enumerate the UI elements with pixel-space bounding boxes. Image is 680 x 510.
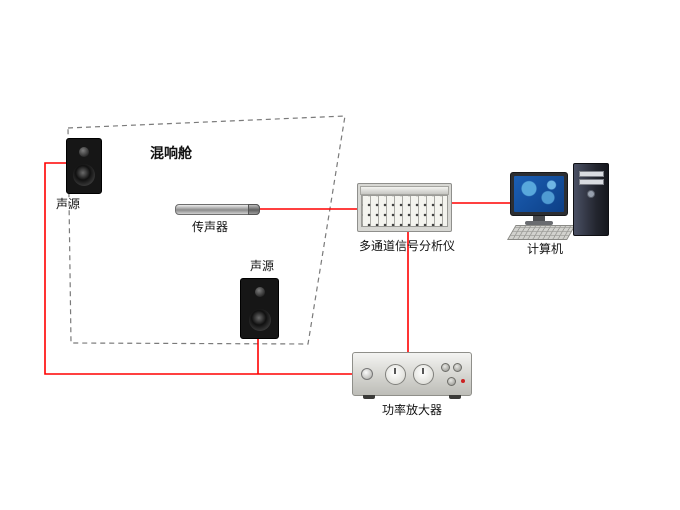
monitor — [510, 172, 568, 216]
power-amplifier — [352, 352, 472, 399]
computer-tower — [573, 163, 609, 236]
drive-bay — [579, 171, 604, 177]
speaker-bottom-label: 声源 — [250, 259, 275, 273]
tower-power-button — [587, 190, 595, 198]
amp-dial-left — [385, 364, 406, 385]
amp-foot — [449, 395, 461, 399]
signal-analyzer — [357, 183, 452, 232]
reverberation-chamber-outline — [67, 115, 346, 345]
chamber-label: 混响舱 — [150, 146, 192, 162]
microphone — [175, 204, 260, 215]
amplifier-label: 功率放大器 — [381, 403, 442, 417]
amp-small-knob — [447, 377, 456, 386]
microphone-cap — [248, 204, 260, 215]
wire-amplifier-to-speaker-top — [44, 162, 352, 375]
drive-bay — [579, 179, 604, 185]
speaker-woofer-icon — [73, 164, 95, 186]
monitor-screen — [514, 176, 564, 212]
amp-small-knob — [441, 363, 450, 372]
analyzer-label: 多通道信号分析仪 — [358, 239, 455, 253]
speaker-woofer-icon — [248, 309, 271, 331]
speaker-tweeter-icon — [79, 147, 89, 157]
analyzer-channel-modules — [361, 195, 448, 227]
monitor-stand — [533, 216, 545, 221]
monitor-base — [525, 221, 553, 225]
keyboard — [507, 225, 576, 240]
amp-power-led — [461, 379, 465, 383]
speaker-tweeter-icon — [254, 287, 265, 297]
speaker-top-label: 声源 — [56, 197, 81, 211]
analyzer-top-panel — [360, 186, 449, 195]
speaker-bottom — [240, 278, 279, 339]
amp-foot — [363, 395, 375, 399]
amp-power-knob — [361, 368, 373, 380]
microphone-label: 传声器 — [192, 220, 229, 234]
computer — [505, 160, 615, 245]
amp-small-knob — [453, 363, 462, 372]
speaker-top — [66, 138, 102, 194]
computer-label: 计算机 — [526, 242, 563, 256]
amp-dial-right — [413, 364, 434, 385]
